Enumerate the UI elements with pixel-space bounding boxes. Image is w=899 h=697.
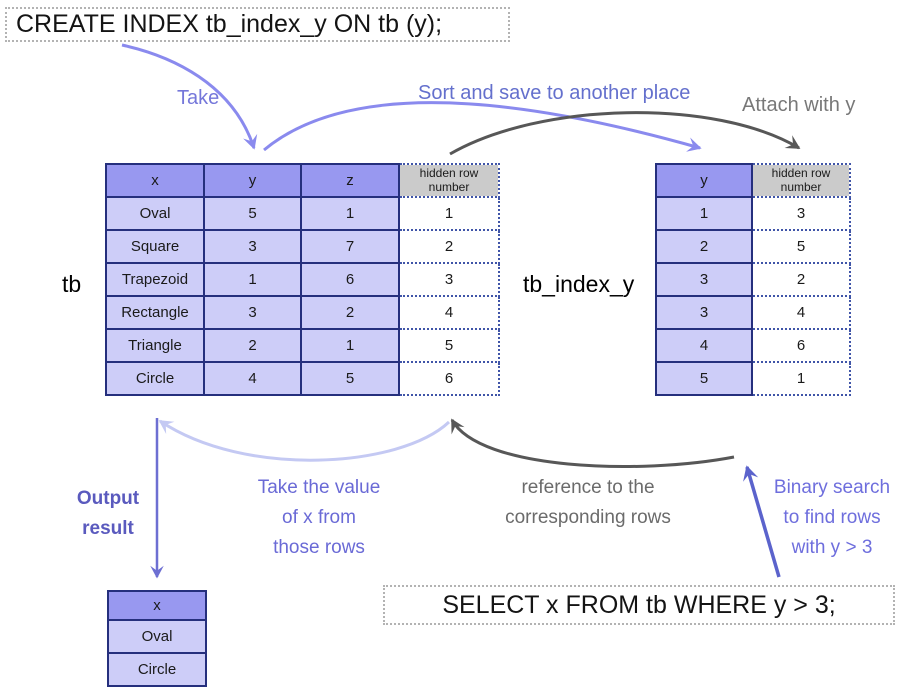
hidden-row-cell: 2 (751, 262, 851, 297)
index-hidden-col-header: hidden row number (751, 163, 851, 198)
table-row: Square 3 7 2 (105, 229, 500, 264)
sort-save-arrow (263, 101, 702, 152)
table-cell: 5 (655, 361, 753, 396)
table-cell: Circle (105, 361, 205, 396)
result-header-row: x (107, 590, 207, 621)
table-cell: 2 (203, 328, 302, 363)
table-row: Circle 4 5 6 (105, 361, 500, 396)
index-table-name: tb_index_y (523, 271, 635, 297)
hidden-row-cell: 4 (751, 295, 851, 330)
table-cell: 1 (300, 328, 400, 363)
tb-col-z: z (300, 163, 400, 198)
table-cell: 1 (655, 196, 753, 231)
take-value-label: Take the value of x from those rows (257, 477, 381, 558)
hidden-row-cell: 6 (398, 361, 500, 396)
table-row: 2 5 (655, 229, 851, 264)
table-cell: 4 (203, 361, 302, 396)
result-col-x: x (107, 590, 207, 621)
sort-save-label: Sort and save to another place (418, 82, 691, 104)
take-label: Take (177, 87, 220, 109)
hidden-row-cell: 1 (398, 196, 500, 231)
hidden-row-cell: 3 (398, 262, 500, 297)
table-row: 3 4 (655, 295, 851, 330)
hidden-row-cell: 3 (751, 196, 851, 231)
table-cell: Circle (107, 652, 207, 687)
tb-col-y: y (203, 163, 302, 198)
tb-header-row: x y z hidden row number (105, 163, 500, 198)
table-cell: 1 (203, 262, 302, 297)
index-col-y: y (655, 163, 753, 198)
attach-with-y-label: Attach with y (742, 94, 856, 116)
table-row: Trapezoid 1 6 3 (105, 262, 500, 297)
table-cell: 3 (655, 295, 753, 330)
result-table: x Oval Circle (107, 590, 207, 687)
binary-search-label: Binary search to find rows with y > 3 (773, 477, 891, 558)
output-result-label: Output result (76, 488, 140, 539)
table-cell: Trapezoid (105, 262, 205, 297)
table-row: 5 1 (655, 361, 851, 396)
table-cell: 1 (300, 196, 400, 231)
hidden-row-cell: 5 (398, 328, 500, 363)
create-index-text: CREATE INDEX tb_index_y ON tb (y); (16, 10, 443, 38)
table-cell: 7 (300, 229, 400, 264)
hidden-row-cell: 2 (398, 229, 500, 264)
table-cell: Square (105, 229, 205, 264)
tb-table: x y z hidden row number Oval 5 1 1 Squar… (105, 163, 500, 396)
table-cell: 5 (203, 196, 302, 231)
reference-arrow (450, 418, 735, 469)
table-cell: 5 (300, 361, 400, 396)
table-cell: 3 (203, 295, 302, 330)
table-row: Circle (107, 652, 207, 687)
hidden-row-cell: 1 (751, 361, 851, 396)
tb-table-name: tb (62, 271, 82, 297)
table-cell: 2 (655, 229, 753, 264)
table-row: Rectangle 3 2 4 (105, 295, 500, 330)
table-row: 1 3 (655, 196, 851, 231)
hidden-row-cell: 5 (751, 229, 851, 264)
take-value-arrow (158, 419, 451, 462)
select-statement: SELECT x FROM tb WHERE y > 3; (383, 585, 895, 625)
tb-col-x: x (105, 163, 205, 198)
table-row: Oval (107, 619, 207, 654)
select-text: SELECT x FROM tb WHERE y > 3; (442, 590, 836, 619)
table-cell: Oval (107, 619, 207, 654)
table-cell: Rectangle (105, 295, 205, 330)
attach-arrow (449, 111, 801, 156)
hidden-row-cell: 6 (751, 328, 851, 363)
index-header-row: y hidden row number (655, 163, 851, 198)
table-cell: 2 (300, 295, 400, 330)
index-table: y hidden row number 1 3 2 5 3 2 3 4 4 6 … (655, 163, 851, 396)
table-cell: Oval (105, 196, 205, 231)
table-row: Oval 5 1 1 (105, 196, 500, 231)
table-row: 3 2 (655, 262, 851, 297)
table-cell: 4 (655, 328, 753, 363)
create-index-statement: CREATE INDEX tb_index_y ON tb (y); (5, 7, 510, 42)
reference-label: reference to the corresponding rows (505, 477, 671, 528)
table-row: Triangle 2 1 5 (105, 328, 500, 363)
table-cell: 3 (655, 262, 753, 297)
hidden-row-cell: 4 (398, 295, 500, 330)
table-row: 4 6 (655, 328, 851, 363)
tb-hidden-col-header: hidden row number (398, 163, 500, 198)
table-cell: 3 (203, 229, 302, 264)
table-cell: 6 (300, 262, 400, 297)
table-cell: Triangle (105, 328, 205, 363)
